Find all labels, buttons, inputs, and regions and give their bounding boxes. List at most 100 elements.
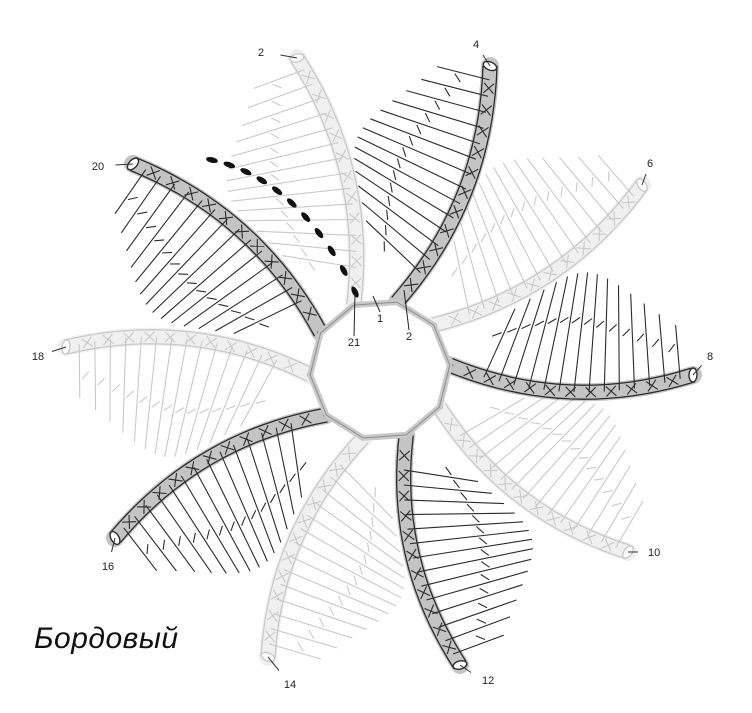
stitch-tick bbox=[471, 515, 480, 523]
tall-stitch bbox=[528, 281, 557, 388]
sc-cross bbox=[645, 381, 659, 390]
sc-cross bbox=[525, 282, 540, 288]
tall-stitch bbox=[134, 515, 177, 572]
tall-stitch bbox=[233, 300, 302, 334]
tall-stitch bbox=[543, 276, 569, 390]
tall-stitch bbox=[405, 512, 515, 516]
row-label-4: 4 bbox=[473, 39, 479, 51]
stitch-tick bbox=[308, 629, 315, 639]
stitch-tick bbox=[186, 282, 197, 285]
stitch-tick bbox=[534, 320, 545, 327]
stitch-fan bbox=[123, 423, 307, 574]
stitch-tick bbox=[279, 484, 286, 494]
tall-stitch bbox=[522, 408, 604, 499]
sc-cross bbox=[275, 572, 289, 581]
petal-4 bbox=[387, 57, 499, 312]
tall-stitch bbox=[413, 538, 533, 559]
tall-stitch bbox=[288, 555, 397, 607]
stitch-tick bbox=[241, 516, 246, 526]
sc-cross bbox=[525, 381, 535, 394]
stitch-tick bbox=[510, 207, 515, 218]
stitch-tick bbox=[408, 135, 414, 146]
tall-stitch bbox=[126, 183, 176, 252]
tall-stitch bbox=[541, 157, 602, 233]
tall-stitch bbox=[403, 469, 479, 483]
stitch-tick bbox=[611, 502, 622, 507]
spine-edge bbox=[396, 434, 455, 670]
sc-cross bbox=[224, 210, 228, 226]
stitch-tick bbox=[559, 316, 569, 324]
stitch-tick bbox=[297, 642, 304, 652]
row-label-21: 21 bbox=[348, 337, 360, 349]
tall-stitch bbox=[156, 494, 212, 574]
stitch-tick bbox=[300, 247, 308, 257]
stitch-tick bbox=[608, 324, 617, 332]
sc-cross bbox=[400, 510, 411, 522]
tall-stitch bbox=[577, 156, 624, 209]
stitch-tick bbox=[583, 318, 593, 326]
sc-cross bbox=[283, 270, 287, 286]
chain-stitch bbox=[327, 245, 336, 257]
tall-stitch bbox=[283, 569, 389, 615]
tall-stitch bbox=[246, 438, 282, 543]
stitch-tick bbox=[476, 526, 485, 534]
tall-stitch bbox=[502, 162, 567, 263]
stitch-tick bbox=[230, 521, 235, 532]
sc-cross bbox=[350, 277, 362, 289]
stitch-tick bbox=[251, 509, 257, 520]
stitch-tick bbox=[218, 303, 229, 307]
sc-cross bbox=[343, 170, 352, 183]
tall-stitch bbox=[109, 339, 111, 422]
row-label-1: 1 bbox=[377, 313, 383, 325]
sc-cross bbox=[398, 470, 410, 482]
tall-stitch bbox=[209, 350, 248, 444]
tall-stitch bbox=[513, 289, 545, 385]
tall-stitch bbox=[256, 230, 357, 236]
sc-cross bbox=[505, 377, 515, 391]
sc-cross bbox=[324, 109, 332, 123]
stitch-tick bbox=[97, 377, 106, 386]
tall-stitch bbox=[120, 176, 161, 234]
tall-stitch bbox=[426, 570, 528, 601]
tall-stitch bbox=[135, 200, 203, 283]
tall-stitch bbox=[290, 423, 303, 498]
sc-cross bbox=[307, 306, 312, 321]
tall-stitch bbox=[416, 548, 533, 573]
stitch-tick bbox=[353, 575, 358, 586]
stitch-fan bbox=[268, 464, 405, 660]
sc-cross bbox=[351, 255, 363, 267]
label-leader bbox=[280, 54, 298, 59]
stitch-tick bbox=[594, 477, 605, 481]
stitch-fan bbox=[78, 336, 278, 457]
tall-stitch bbox=[558, 156, 614, 221]
sc-cross bbox=[266, 611, 280, 621]
tall-stitch bbox=[603, 278, 609, 392]
tall-stitch bbox=[145, 504, 196, 573]
label-leader bbox=[267, 656, 280, 671]
stitch-tick bbox=[338, 595, 343, 606]
tall-stitch bbox=[445, 616, 511, 642]
tall-stitch bbox=[630, 293, 636, 389]
tall-stitch bbox=[330, 476, 397, 537]
stitch-tick bbox=[490, 406, 500, 411]
stitch-tick bbox=[500, 214, 505, 225]
sc-cross bbox=[436, 622, 443, 637]
sc-cross bbox=[122, 521, 137, 523]
stitch-tick bbox=[416, 124, 422, 135]
sc-cross bbox=[465, 168, 479, 177]
row-label-18: 18 bbox=[32, 351, 44, 363]
stitch-tick bbox=[146, 544, 149, 555]
petal-10 bbox=[430, 398, 637, 561]
petal-12 bbox=[394, 425, 469, 674]
spine-edge bbox=[130, 169, 316, 337]
spine-edge bbox=[109, 407, 326, 534]
sc-cross bbox=[466, 366, 474, 380]
tall-stitch bbox=[406, 90, 487, 113]
tall-stitch bbox=[144, 336, 158, 450]
petal-14 bbox=[259, 428, 373, 666]
sc-cross bbox=[306, 500, 321, 506]
stitch-tick bbox=[480, 561, 490, 568]
stitch-tick bbox=[454, 73, 461, 83]
stitch-tick bbox=[392, 170, 397, 181]
stitch-tick bbox=[146, 225, 157, 229]
